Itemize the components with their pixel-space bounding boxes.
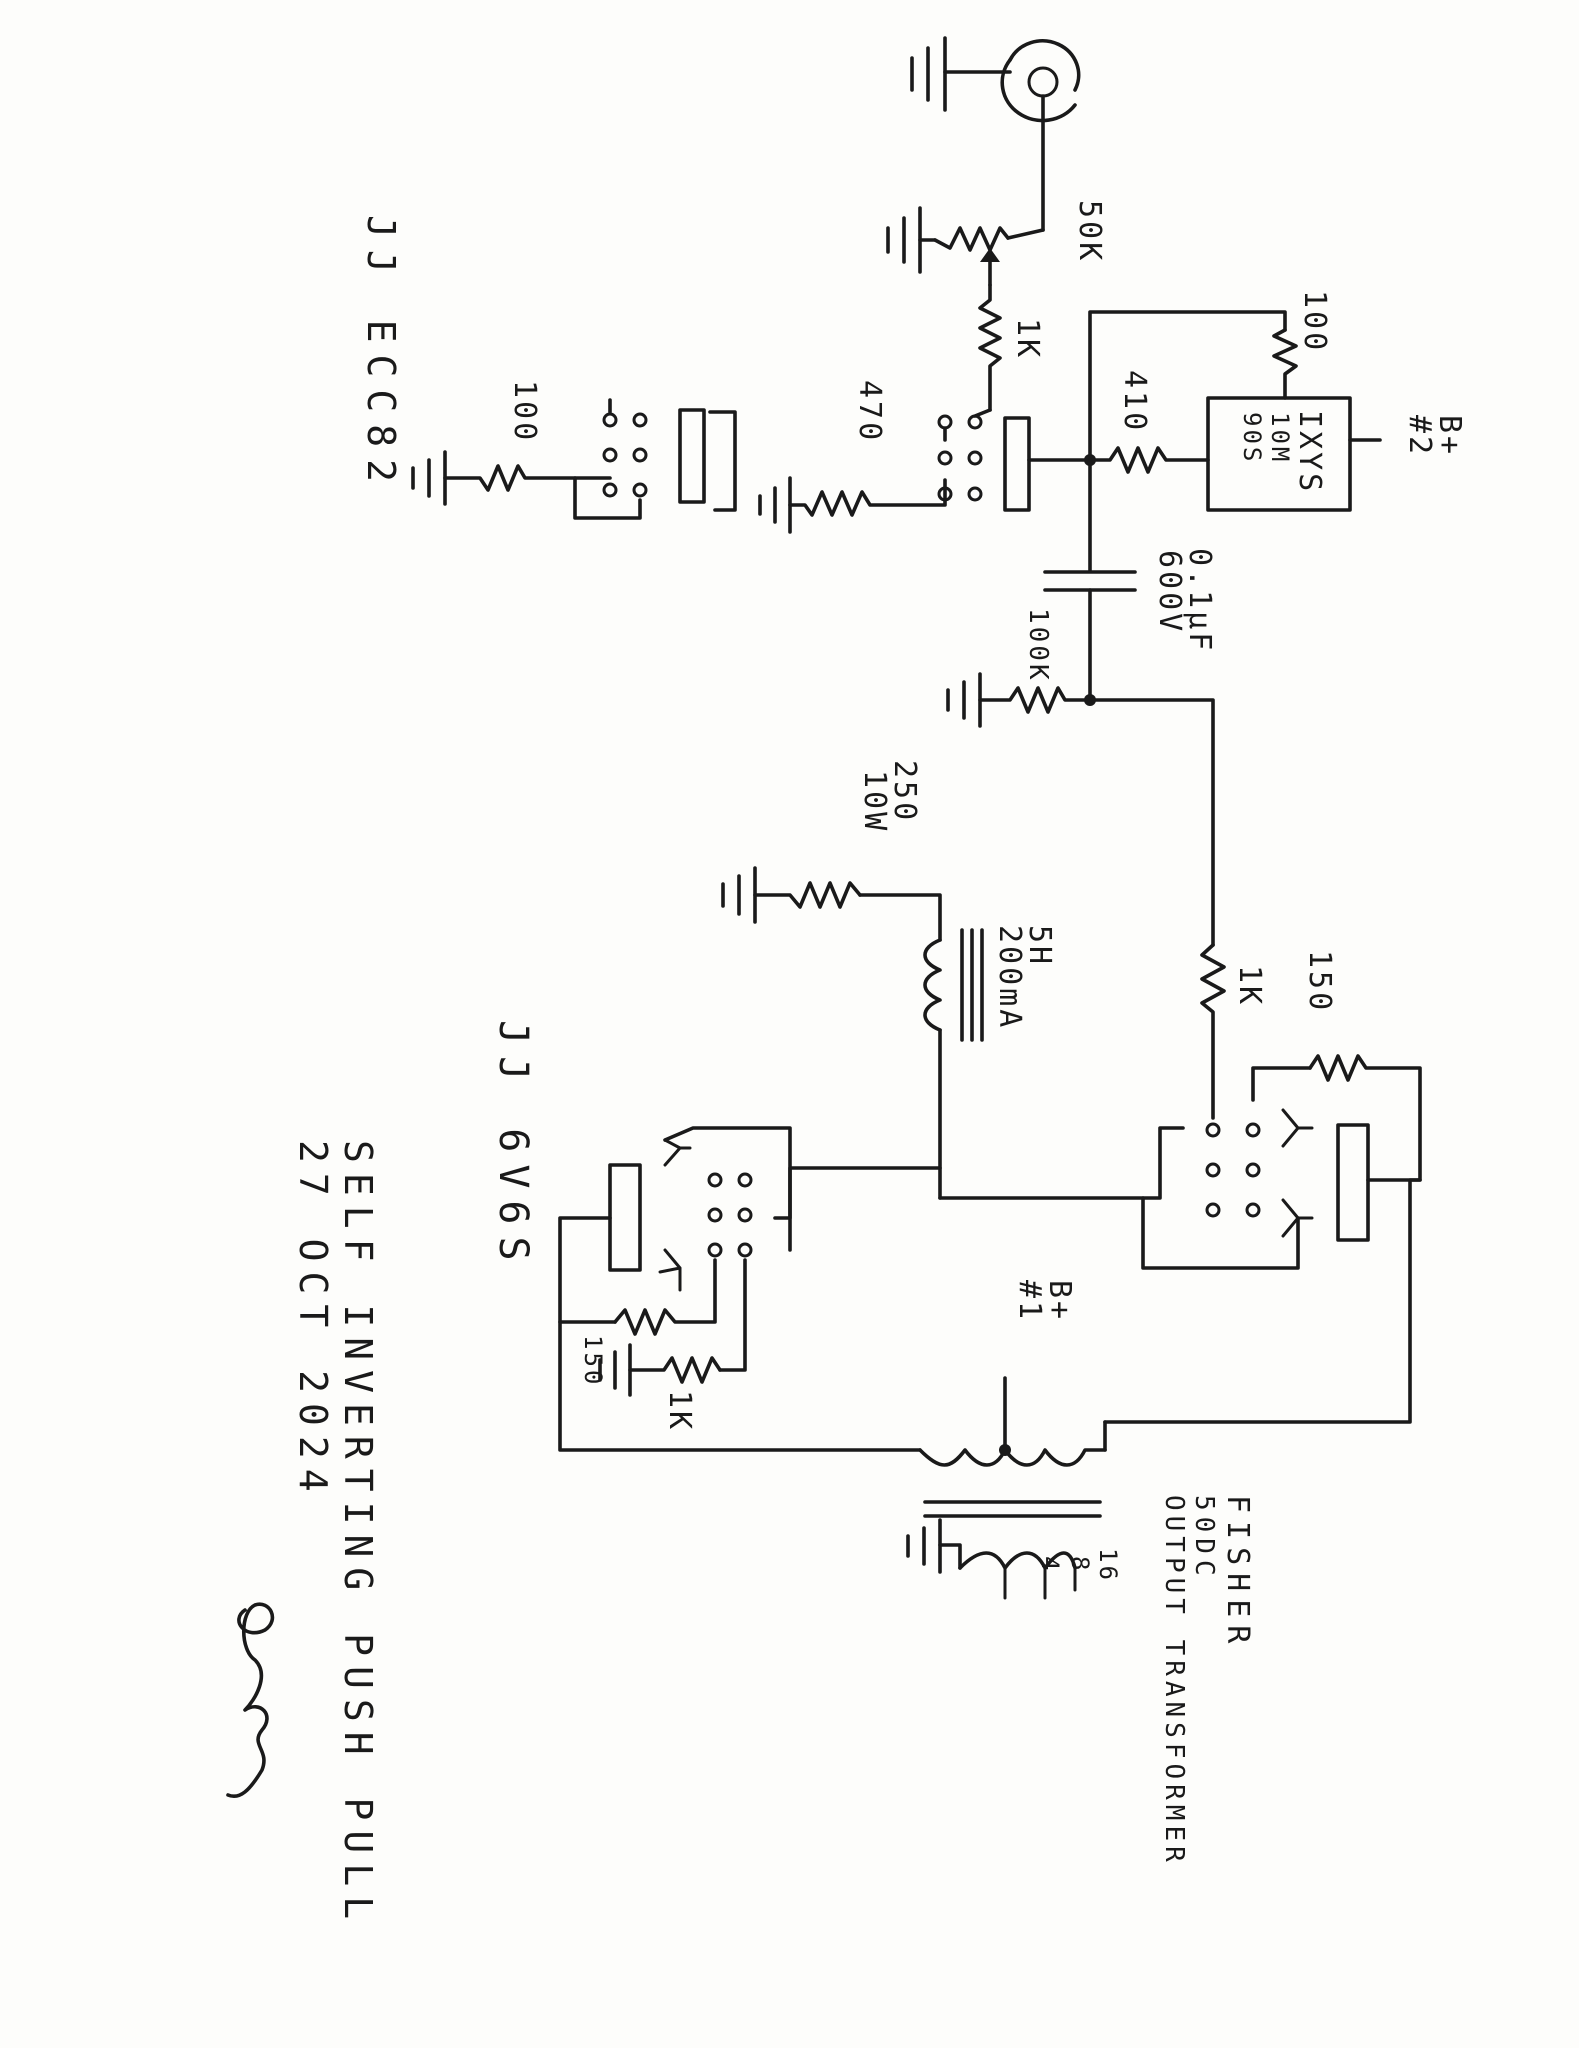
title-line-1: SELF INVERTING PUSH PULL <box>336 1140 380 1929</box>
signature <box>226 1602 275 1798</box>
ground-symbol-secondary <box>906 1518 942 1574</box>
label-grid-leak: 100K <box>1023 608 1053 683</box>
label-tail-resistor-power: 10W <box>857 770 892 833</box>
label-coupling-cap-voltage: 600V <box>1152 550 1187 634</box>
wire-upper-screen <box>1251 1066 1312 1102</box>
label-transformer-make: FISHER <box>1220 1495 1255 1651</box>
label-secondary-tap-16: 16 <box>1094 1548 1122 1583</box>
label-bplus-2-a: B+ <box>1432 415 1467 457</box>
resistor-grid-leak <box>978 686 1092 714</box>
resistor-regulator-top <box>1272 328 1298 400</box>
svg-text:90S: 90S <box>1238 412 1266 464</box>
ecc82-socket-section-a <box>937 414 1031 512</box>
ground-symbol-lower-grid <box>598 1343 632 1397</box>
label-secondary-tap-8: 8 <box>1066 1556 1094 1573</box>
ground-symbol-grid-leak <box>946 672 982 728</box>
wire-to-upper-grid <box>1088 698 1215 947</box>
wire-choke-to-tail-resistor <box>858 893 942 942</box>
resistor-grid-stopper-input <box>978 283 1002 412</box>
6v6-socket-upper <box>1205 1108 1370 1242</box>
label-bplus-1-b: #1 <box>1012 1280 1047 1322</box>
ground-symbol-cathode <box>758 476 792 534</box>
label-cathode-resistor-input: 470 <box>852 380 887 443</box>
svg-text:10M: 10M <box>1266 412 1294 464</box>
wire-upper-cathode <box>938 1126 1185 1200</box>
resistor-cathode-input <box>788 490 947 517</box>
label-coupling-cap-value: 0.1µF <box>1182 548 1217 653</box>
resistor-grid-stopper-upper <box>1200 943 1226 1120</box>
wire-secondary-ground <box>938 1543 962 1570</box>
label-bplus-1-a: B+ <box>1042 1280 1077 1322</box>
wire-lower-grid <box>718 1258 747 1372</box>
label-tail-choke-inductance: 5H <box>1022 925 1057 967</box>
resistor-screen-lower <box>613 1258 717 1336</box>
label-output-tube: JJ 6V6S <box>490 1020 536 1273</box>
wire-lower-cathode <box>773 1166 942 1220</box>
label-screen-resistor-lower: 150 <box>579 1335 607 1387</box>
label-grid-stopper-lower: 1K <box>662 1390 697 1432</box>
label-tail-resistor-value: 250 <box>887 760 922 823</box>
coupling-capacitor <box>1043 570 1137 592</box>
ground-symbol-jack <box>910 36 947 112</box>
resistor-grid-stopper-lower <box>628 1356 722 1384</box>
label-transformer-model: 50DC <box>1189 1495 1219 1582</box>
ground-symbol-pot <box>886 206 922 274</box>
label-regulator-resistor-top: 100 <box>1297 290 1332 353</box>
svg-text:IXYS: IXYS <box>1292 410 1327 494</box>
label-secondary-tap-4: 4 <box>1036 1556 1064 1573</box>
label-screen-resistor-upper: 150 <box>1302 950 1337 1013</box>
tail-choke <box>923 928 984 1042</box>
wire-upper-plate <box>1103 1178 1422 1424</box>
resistor-driver-heater <box>443 464 577 492</box>
label-grid-stopper-upper: 1K <box>1232 965 1267 1007</box>
input-jack <box>943 39 1081 123</box>
wire-upper-heater <box>1141 1196 1300 1270</box>
wire-regulator-top <box>1088 310 1287 462</box>
wire-lower-plate <box>558 1216 922 1452</box>
title-line-2: 27 OCT 2024 <box>291 1140 335 1502</box>
label-volume-pot: 50K <box>1072 200 1107 263</box>
ixys-regulator: IXYS 10M 90S <box>1206 396 1352 512</box>
ground-symbol-tail <box>721 866 757 924</box>
resistor-tail <box>753 881 862 909</box>
label-grid-stopper-input: 1K <box>1010 318 1045 360</box>
label-driver-heater-resistor: 100 <box>507 380 542 443</box>
label-transformer-type: OUTPUT TRANSFORMER <box>1159 1495 1189 1867</box>
pot-wiper-arrow-icon <box>980 248 1000 262</box>
volume-pot <box>886 206 1045 287</box>
wire-lower-heater <box>663 1126 792 1252</box>
resistor-regulator-plate <box>1088 446 1210 474</box>
output-transformer <box>918 1448 1107 1600</box>
label-driver-tube: JJ ECC82 <box>359 215 403 494</box>
resistor-screen-upper <box>1308 1054 1422 1182</box>
ground-symbol-driver-b <box>411 450 447 506</box>
label-tail-choke-current: 200mA <box>992 925 1027 1030</box>
label-bplus-2-b: #2 <box>1402 415 1437 457</box>
6v6-socket-lower <box>608 1138 753 1292</box>
ecc82-socket-section-b <box>573 398 737 520</box>
label-regulator-resistor-plate: 410 <box>1117 370 1152 433</box>
